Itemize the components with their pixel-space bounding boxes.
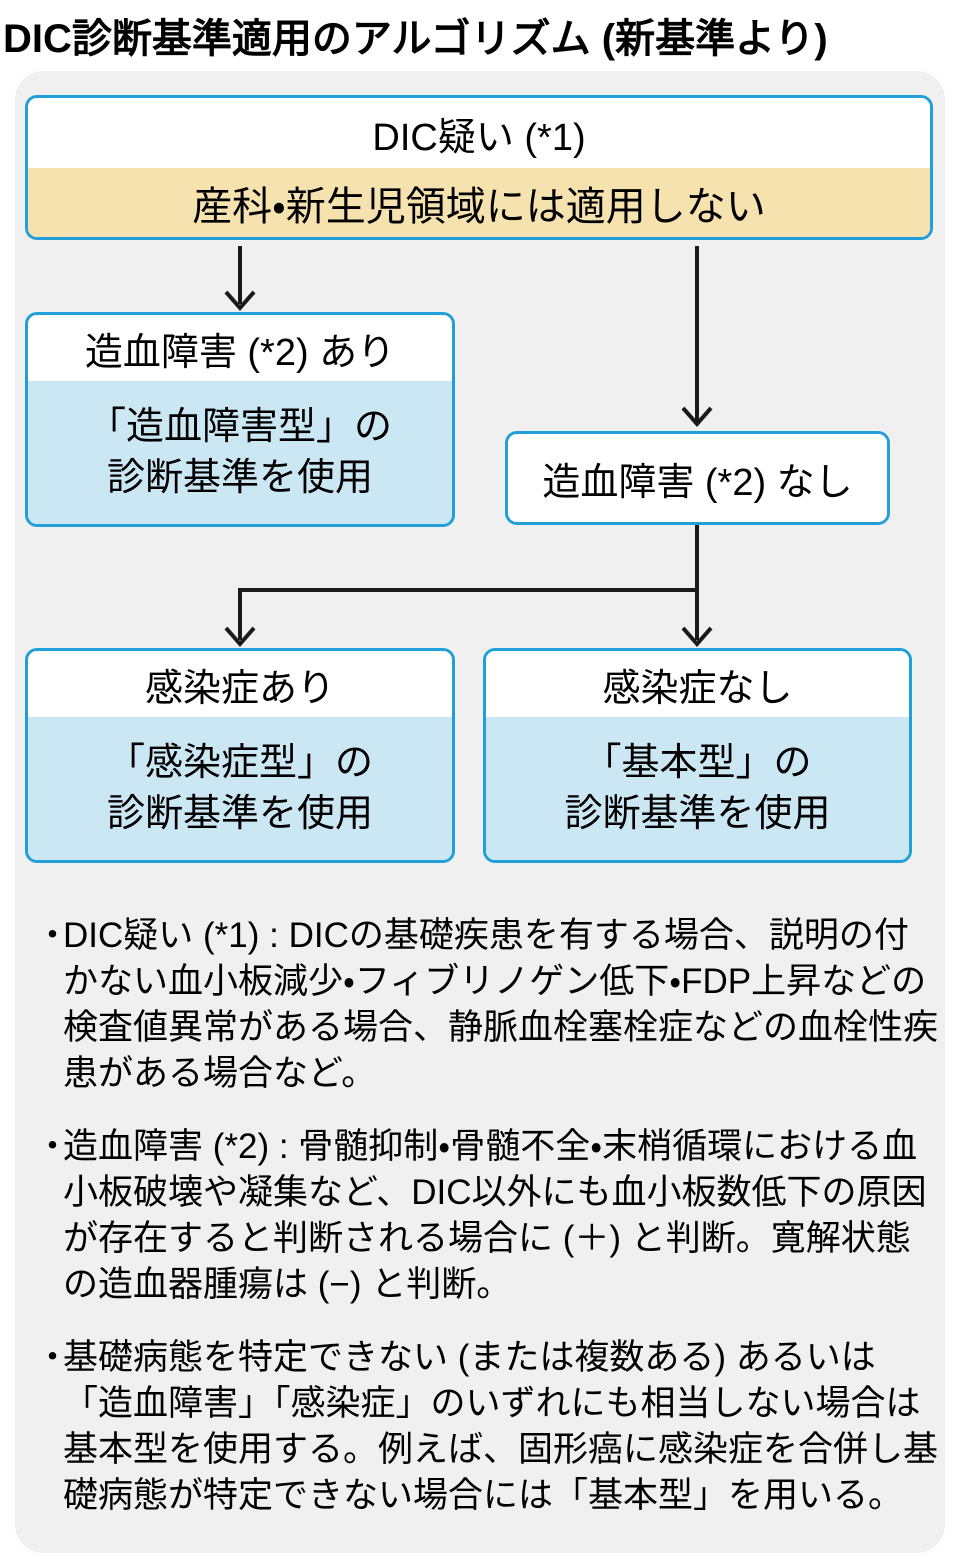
node-infection-no-label: 感染症なし [486,651,909,717]
node-infection-yes-result: 「感染症型」の 診断基準を使用 [28,717,452,860]
node-infection-no: 感染症なし 「基本型」の 診断基準を使用 [483,648,912,863]
node-hematopoietic-disorder-yes-result: 「造血障害型」の 診断基準を使用 [28,381,452,524]
bullet-marker: ・ [35,1338,71,1377]
arrowhead-inf-yes [224,626,256,648]
result-line: 診断基準を使用 [106,456,373,499]
flow-arrow-lines [224,246,713,648]
arrowhead-hem-yes [224,290,256,312]
node-infection-yes: 感染症あり 「感染症型」の 診断基準を使用 [25,648,455,863]
algorithm-panel: DIC疑い (*1) 産科・新生児領域には適用しない 造血障害 (*2) あり … [15,71,945,1553]
connector-branch [238,525,699,640]
footnote-dic-suspected: ・ DIC疑い (*1) : DICの基礎疾患を有する場合、説明の付かない血小板… [35,913,940,1097]
result-line: 「基本型」の [583,741,812,784]
bullet-marker: ・ [35,916,71,955]
arrowhead-inf-no [681,626,713,648]
footnotes: ・ DIC疑い (*1) : DICの基礎疾患を有する場合、説明の付かない血小板… [35,913,940,1546]
footnote-basic-type: ・ 基礎病態を特定できない (または複数ある) あるいは「造血障害」「感染症」の… [35,1335,940,1519]
arrowhead-hem-no [681,406,713,428]
result-line: 診断基準を使用 [106,792,373,835]
figure-title: DIC診断基準適用のアルゴリズム (新基準より) [3,17,828,61]
node-infection-no-result: 「基本型」の 診断基準を使用 [486,717,909,860]
bullet-marker: ・ [35,1127,71,1166]
node-hematopoietic-disorder-yes: 造血障害 (*2) あり 「造血障害型」の 診断基準を使用 [25,312,455,527]
node-infection-yes-label: 感染症あり [28,651,452,717]
footnote-text: 造血障害 (*2) : 骨髄抑制・骨髄不全・末梢循環における血小板破壊や凝集など… [63,1127,927,1304]
footnote-text: DIC疑い (*1) : DICの基礎疾患を有する場合、説明の付かない血小板減少… [63,916,939,1093]
node-dic-suspected-note: 産科・新生児領域には適用しない [28,168,930,237]
node-hematopoietic-disorder-yes-label: 造血障害 (*2) あり [28,315,452,381]
footnote-text: 基礎病態を特定できない (または複数ある) あるいは「造血障害」「感染症」のいず… [63,1338,939,1515]
node-dic-suspected: DIC疑い (*1) 産科・新生児領域には適用しない [25,95,933,240]
result-line: 「感染症型」の [106,741,373,784]
result-line: 診断基準を使用 [564,792,831,835]
footnote-hematopoietic-disorder: ・ 造血障害 (*2) : 骨髄抑制・骨髄不全・末梢循環における血小板破壊や凝集… [35,1124,940,1308]
node-hematopoietic-disorder-no-label: 造血障害 (*2) なし [508,434,887,522]
node-hematopoietic-disorder-no: 造血障害 (*2) なし [505,431,890,525]
node-dic-suspected-label: DIC疑い (*1) [28,98,930,168]
result-line: 「造血障害型」の [87,405,392,448]
